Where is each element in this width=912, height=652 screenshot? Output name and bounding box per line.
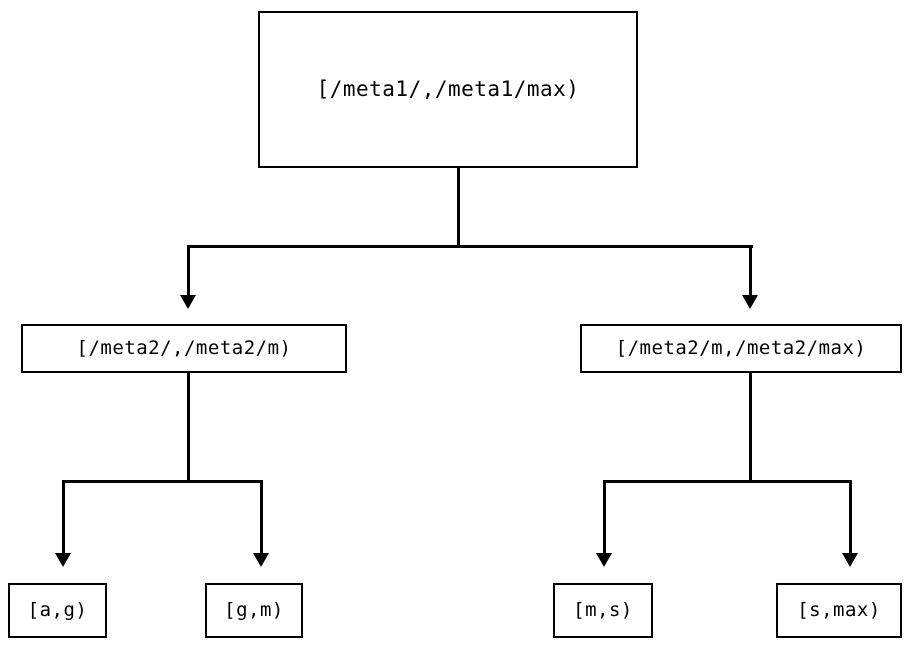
edge-left-branch-stem [187,373,190,483]
tree-node-leaf-ag: [a,g) [8,583,107,638]
edge-right-branch-horizontal-bar [603,480,852,483]
tree-node-meta2-left: [/meta2/,/meta2/m) [21,324,347,373]
edge-root-horizontal-bar [187,245,753,248]
tree-node-meta2-right-label: [/meta2/m,/meta2/max) [615,337,867,359]
arrowhead-icon-to-ms [596,553,612,567]
arrowhead-icon-to-ag [55,553,71,567]
arrowhead-icon-to-meta2-left [180,295,196,309]
tree-node-leaf-smax-label: [s,max) [797,599,881,621]
tree-node-leaf-gm: [g,m) [205,583,303,638]
edge-left-branch-to-gm-drop [260,480,263,553]
tree-node-root: [/meta1/,/meta1/max) [258,11,638,168]
tree-node-meta2-left-label: [/meta2/,/meta2/m) [76,337,292,359]
tree-node-leaf-ms: [m,s) [553,583,653,638]
tree-node-leaf-ms-label: [m,s) [573,599,633,621]
arrowhead-icon-to-meta2-right [742,295,758,309]
edge-right-branch-to-ms-drop [603,480,606,553]
arrowhead-icon-to-gm [253,553,269,567]
tree-node-leaf-gm-label: [g,m) [224,599,284,621]
edge-root-stem [457,168,460,248]
edge-left-branch-horizontal-bar [62,480,263,483]
edge-root-to-right-child-drop [749,245,752,295]
arrowhead-icon-to-smax [842,553,858,567]
tree-node-leaf-smax: [s,max) [776,583,902,638]
edge-right-branch-stem [749,373,752,483]
tree-node-root-label: [/meta1/,/meta1/max) [316,77,580,101]
edge-root-to-left-child-drop [187,245,190,295]
tree-node-meta2-right: [/meta2/m,/meta2/max) [580,324,902,373]
tree-node-leaf-ag-label: [a,g) [27,599,88,621]
edge-left-branch-to-ag-drop [62,480,65,553]
edge-right-branch-to-smax-drop [849,480,852,553]
